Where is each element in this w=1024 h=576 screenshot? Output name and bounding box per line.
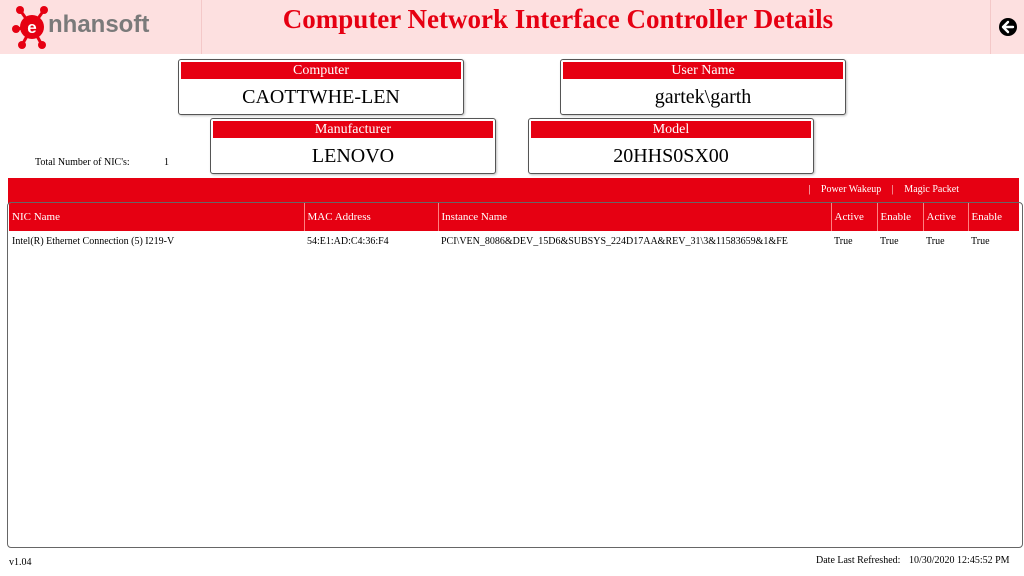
column-header-power-active[interactable]: Active [830, 203, 877, 231]
column-header-mac-address[interactable]: MAC Address [303, 203, 438, 231]
nic-count-label: Total Number of NIC's: [35, 157, 130, 168]
back-button[interactable] [990, 0, 1024, 54]
column-header-instance-name[interactable]: Instance Name [437, 203, 831, 231]
nic-toolbar: | Power Wakeup | Magic Packet [8, 178, 1019, 204]
manufacturer-card: Manufacturer LENOVO [210, 118, 496, 174]
page-title: Computer Network Interface Controller De… [282, 4, 834, 34]
column-header-nic-name[interactable]: NIC Name [9, 203, 304, 231]
back-arrow-icon [999, 18, 1017, 36]
nic-table-panel: NIC Name MAC Address Instance Name Activ… [7, 202, 1023, 548]
refresh-label: Date Last Refreshed: [816, 555, 901, 566]
logo-text: nhansoft [48, 11, 150, 38]
model-value: 20HHS0SX00 [613, 145, 729, 167]
manufacturer-value: LENOVO [311, 145, 395, 167]
column-header-magic-enable[interactable]: Enable [967, 203, 1019, 231]
svg-text:e: e [27, 18, 36, 37]
separator: | [808, 184, 811, 195]
model-card: Model 20HHS0SX00 [528, 118, 814, 174]
separator: | [891, 184, 894, 195]
user-name-value: gartek\garth [654, 86, 752, 108]
cell-magic-enable: True [971, 235, 990, 247]
version-label: v1.04 [9, 557, 32, 568]
user-name-label: User Name [563, 62, 843, 79]
cell-mac-address: 54:E1:AD:C4:36:F4 [307, 235, 389, 247]
manufacturer-label: Manufacturer [213, 121, 493, 138]
cell-nic-name: Intel(R) Ethernet Connection (5) I219-V [12, 235, 175, 247]
user-name-card: User Name gartek\garth [560, 59, 846, 115]
column-header-magic-active[interactable]: Active [922, 203, 968, 231]
logo: e nhansoft [0, 0, 202, 54]
power-wakeup-link[interactable]: Power Wakeup [820, 184, 882, 195]
nic-count-value: 1 [164, 157, 169, 168]
cell-power-active: True [834, 235, 853, 247]
header-bar: e nhansoft Computer Network Interface Co… [0, 0, 1024, 54]
cell-instance-name: PCI\VEN_8086&DEV_15D6&SUBSYS_224D17AA&RE… [441, 235, 788, 247]
computer-value: CAOTTWHE-LEN [242, 86, 400, 108]
table-row[interactable]: Intel(R) Ethernet Connection (5) I219-V … [9, 231, 1019, 251]
model-label: Model [531, 121, 811, 138]
computer-card: Computer CAOTTWHE-LEN [178, 59, 464, 115]
computer-label: Computer [181, 62, 461, 79]
cell-magic-active: True [926, 235, 945, 247]
enhansoft-network-logo-icon: e [12, 6, 48, 49]
cell-power-enable: True [880, 235, 899, 247]
column-header-power-enable[interactable]: Enable [876, 203, 923, 231]
magic-packet-link[interactable]: Magic Packet [904, 184, 959, 195]
bar-links: | Power Wakeup | Magic Packet [800, 184, 959, 195]
nic-table: NIC Name MAC Address Instance Name Activ… [9, 203, 1019, 251]
refresh-value: 10/30/2020 12:45:52 PM [909, 555, 1010, 566]
table-header-row: NIC Name MAC Address Instance Name Activ… [9, 203, 1019, 231]
